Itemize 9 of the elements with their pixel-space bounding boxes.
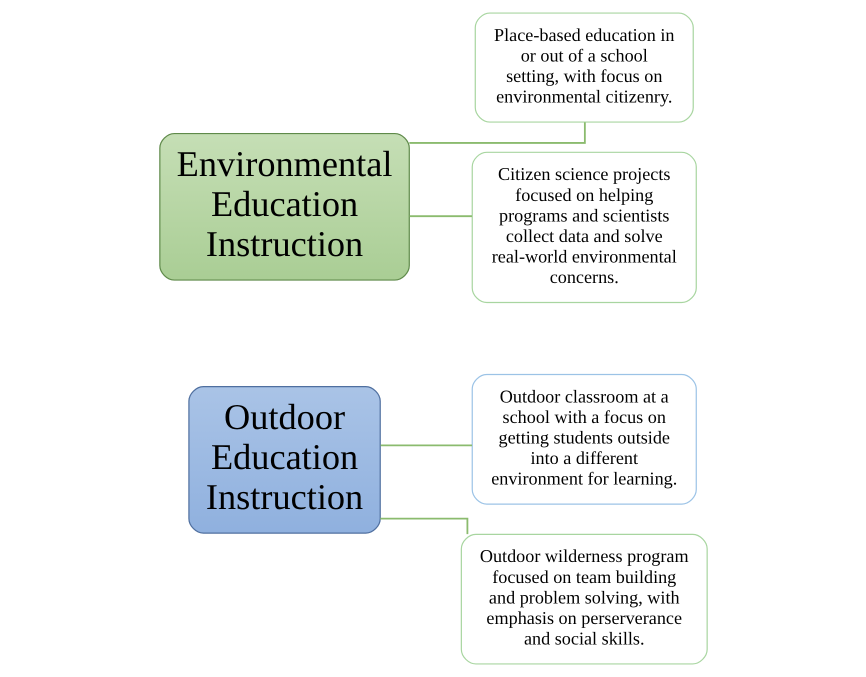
connector: [409, 215, 472, 218]
connector: [380, 444, 472, 446]
node-box: Place-based education in or out of a school setting, with focus on environmental citizenry.: [474, 12, 694, 123]
node-box: Outdoor Education Instruction: [188, 386, 380, 534]
node-box: Environmental Education Instruction: [158, 132, 410, 281]
node-box: Outdoor classroom at a school with a focus on getting students outside into a different environment for learning.: [471, 374, 696, 505]
node-box: Citizen science projects focused on helping programs and scientists collect data and solve real-world environmental concerns.: [471, 152, 696, 304]
connector: [408, 122, 586, 144]
node-box: Outdoor wilderness program focused on team building and problem solving, with emphasis on perserverance and social skills.: [460, 534, 708, 665]
